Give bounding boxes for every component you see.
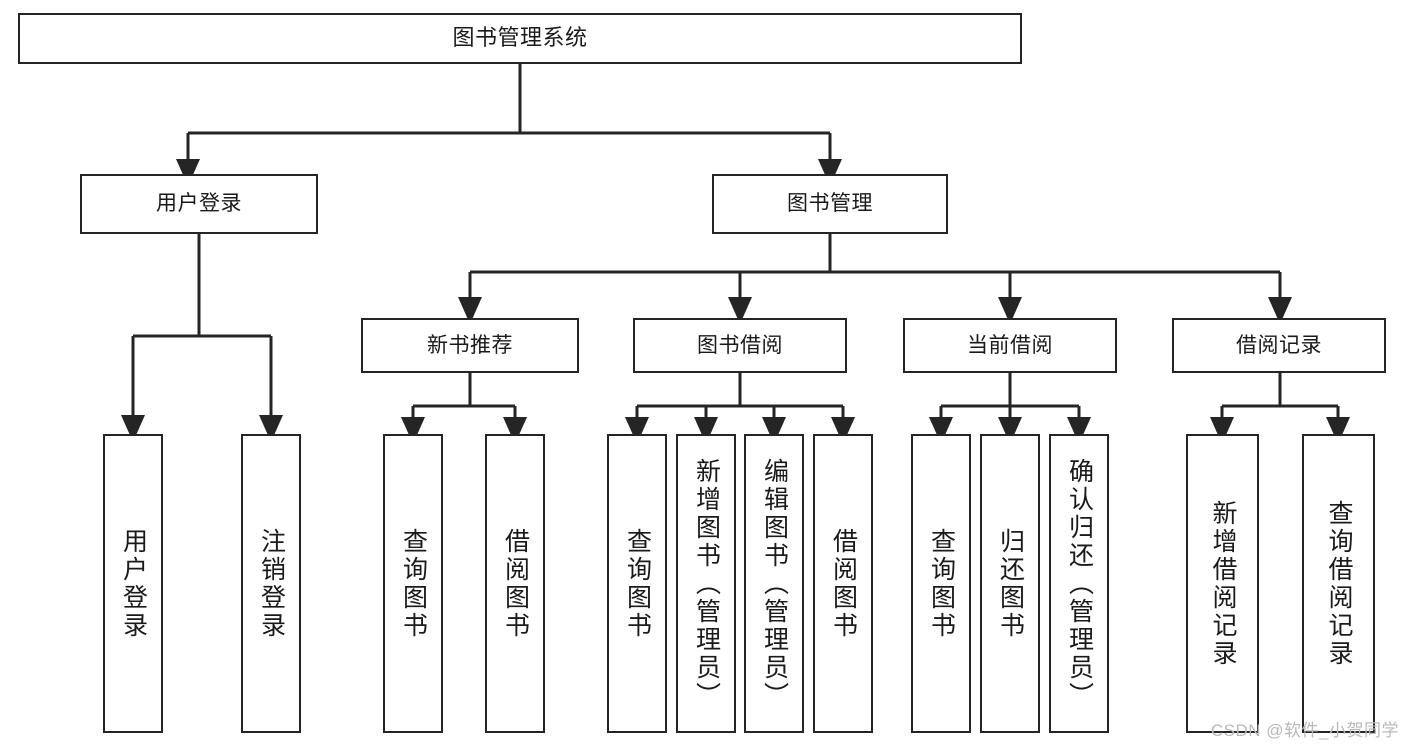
node-label: 归还图书: [996, 527, 1025, 640]
node-leaf-query-borrow-record[interactable]: 查询借阅记录: [1302, 434, 1375, 733]
node-label: 借阅图书: [501, 527, 530, 640]
node-label: 新增图书（管理员）: [692, 457, 721, 710]
node-leaf-add-borrow-record[interactable]: 新增借阅记录: [1186, 434, 1259, 733]
node-label: 当前借阅: [967, 333, 1053, 357]
node-leaf-add-book-admin[interactable]: 新增图书（管理员）: [676, 434, 736, 733]
node-leaf-user-login[interactable]: 用户登录: [103, 434, 163, 733]
watermark: CSDN @软件_小贺同学: [1210, 721, 1399, 740]
node-root-book-management-system[interactable]: 图书管理系统: [18, 13, 1022, 64]
node-label: 图书借阅: [697, 333, 783, 357]
node-label: 借阅记录: [1236, 333, 1322, 357]
node-label: 查询图书: [927, 527, 956, 640]
node-label: 确认归还（管理员）: [1065, 457, 1094, 710]
node-leaf-query-book-borrow[interactable]: 查询图书: [607, 434, 667, 733]
node-borrow-record[interactable]: 借阅记录: [1172, 318, 1386, 373]
node-label: 新增借阅记录: [1209, 499, 1237, 668]
node-label: 用户登录: [119, 527, 148, 640]
node-label: 注销登录: [257, 527, 286, 640]
node-label: 用户登录: [156, 192, 242, 216]
node-current-borrow[interactable]: 当前借阅: [903, 318, 1117, 373]
node-leaf-borrow-book-borrow[interactable]: 借阅图书: [813, 434, 873, 733]
node-book-management[interactable]: 图书管理: [712, 174, 948, 234]
node-label: 新书推荐: [427, 333, 513, 357]
node-leaf-query-book-recommend[interactable]: 查询图书: [383, 434, 443, 733]
node-label: 图书管理: [787, 192, 873, 216]
node-leaf-edit-book-admin[interactable]: 编辑图书（管理员）: [744, 434, 804, 733]
node-label: 查询图书: [399, 527, 428, 640]
node-new-book-recommend[interactable]: 新书推荐: [361, 318, 579, 373]
node-label: 查询借阅记录: [1325, 499, 1353, 668]
node-book-borrow[interactable]: 图书借阅: [633, 318, 847, 373]
node-leaf-return-book[interactable]: 归还图书: [980, 434, 1040, 733]
node-label: 借阅图书: [829, 527, 858, 640]
node-leaf-query-book-current[interactable]: 查询图书: [911, 434, 971, 733]
node-label: 查询图书: [623, 527, 652, 640]
node-label: 图书管理系统: [452, 25, 588, 51]
node-leaf-borrow-book-recommend[interactable]: 借阅图书: [485, 434, 545, 733]
node-label: 编辑图书（管理员）: [760, 457, 789, 710]
node-leaf-confirm-return-admin[interactable]: 确认归还（管理员）: [1049, 434, 1109, 733]
node-user-login[interactable]: 用户登录: [80, 174, 318, 234]
node-leaf-logout-login[interactable]: 注销登录: [241, 434, 301, 733]
